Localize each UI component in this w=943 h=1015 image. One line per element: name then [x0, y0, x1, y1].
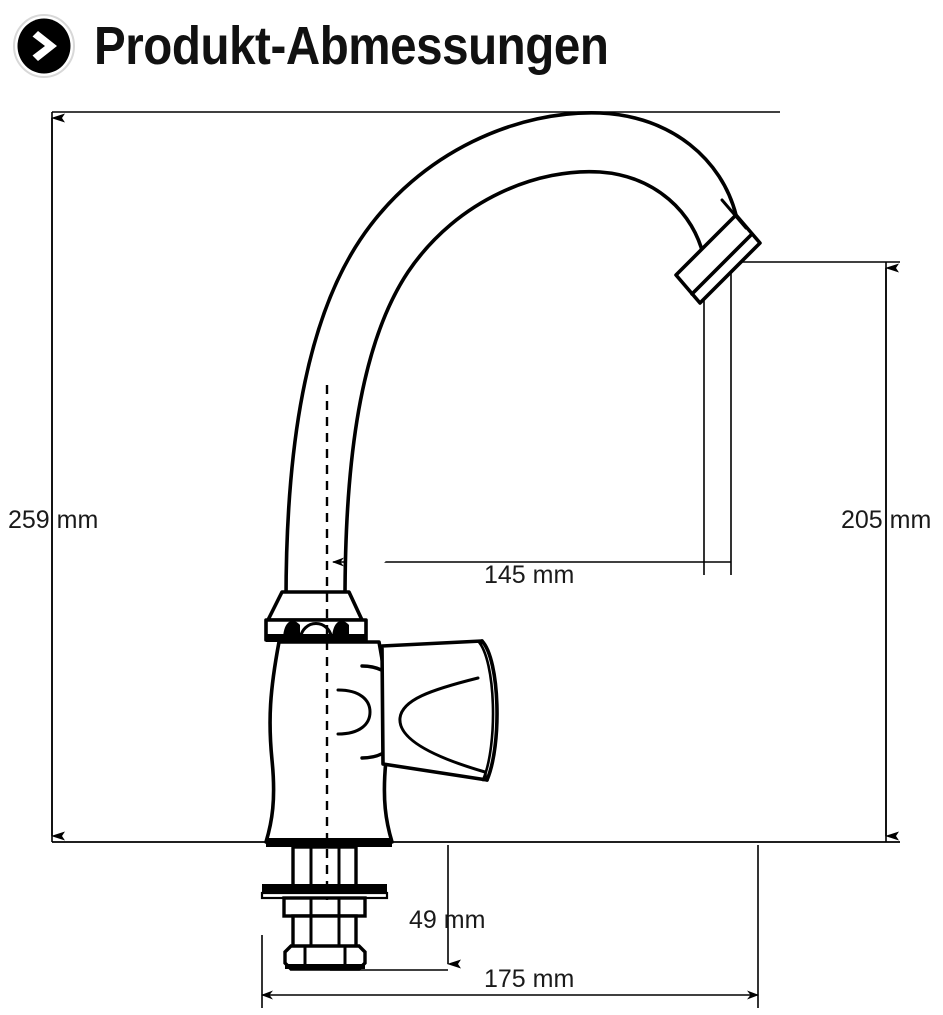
- spout-outlet-shoulder: [720, 198, 748, 230]
- shank-upper: [291, 845, 358, 889]
- dimension-label-205: 205 mm: [841, 506, 932, 534]
- spout-base-taper: [266, 590, 364, 622]
- mounting-surface-band: [266, 838, 392, 847]
- spout-outlet-band: [690, 232, 754, 296]
- dimension-label-259: 259 mm: [8, 506, 99, 534]
- page-header: Produkt-Abmessungen: [0, 0, 943, 92]
- chevron-right-circle-icon: [13, 14, 75, 78]
- spout-inner-curve: [343, 169, 706, 602]
- faucet-body: [264, 640, 394, 844]
- flange-plate: [262, 884, 387, 893]
- handle-inner-contour: [398, 676, 487, 774]
- thread-band: [282, 896, 367, 918]
- hex-nut-base-band: [285, 964, 365, 969]
- dimension-label-145: 145 mm: [484, 561, 575, 589]
- shank-lower: [291, 914, 358, 951]
- dimension-label-175: 175 mm: [484, 965, 575, 993]
- valve-bulge-inner: [336, 688, 372, 736]
- page-title: Produkt-Abmessungen: [94, 16, 609, 76]
- dimension-label-49: 49 mm: [409, 906, 486, 934]
- collar-band: [266, 634, 366, 642]
